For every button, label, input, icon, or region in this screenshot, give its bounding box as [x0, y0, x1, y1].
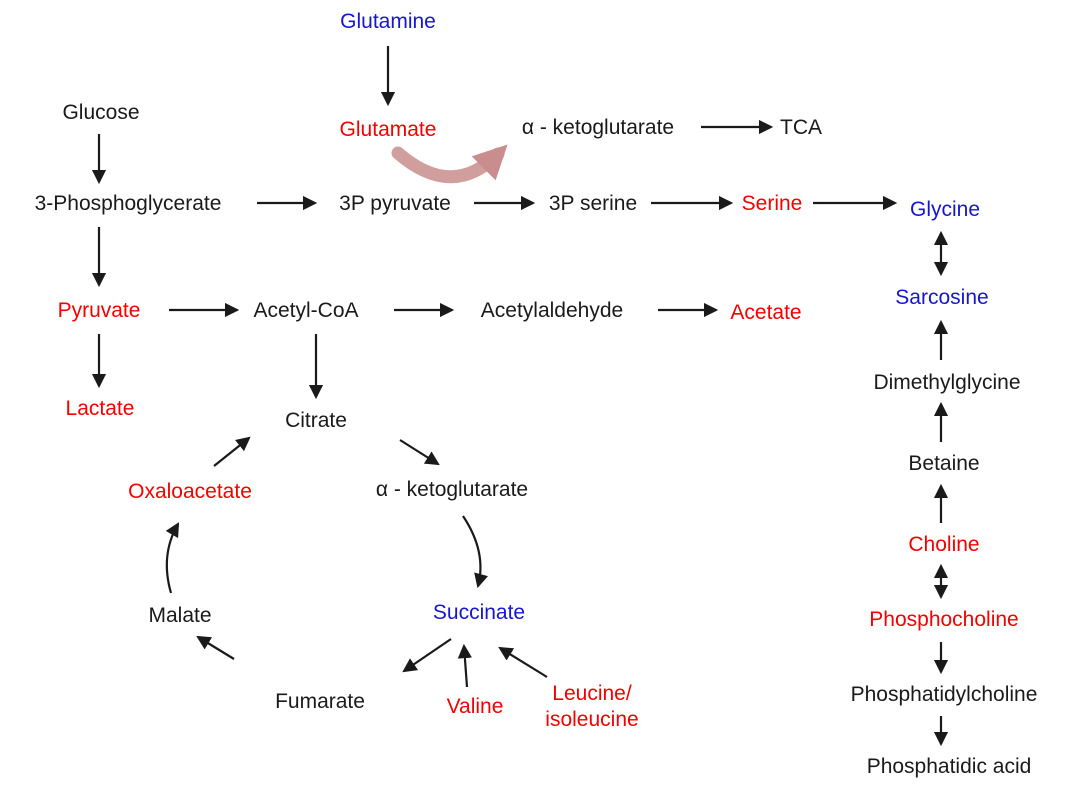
- node-3-phosphoglycerate: 3-Phosphoglycerate: [34, 191, 222, 215]
- swoosh-arrow-glutamate-ketoglutarate: [391, 144, 508, 184]
- node-leucine-isoleucine: Leucine/ isoleucine: [545, 681, 638, 734]
- node-leucine-isoleucine-line2: isoleucine: [545, 708, 639, 731]
- node-dimethylglycine: Dimethylglycine: [873, 370, 1021, 394]
- node-sarcosine: Sarcosine: [895, 285, 989, 309]
- node-serine: Serine: [741, 191, 803, 215]
- node-phosphatidic-acid: Phosphatidic acid: [866, 754, 1032, 778]
- node-fumarate: Fumarate: [275, 689, 365, 713]
- node-glutamate: Glutamate: [339, 117, 437, 141]
- arrow-citrate-ketoglutarate: [399, 439, 440, 466]
- node-alpha-ketoglutarate-top: α - ketoglutarate: [521, 115, 675, 139]
- node-choline: Choline: [908, 532, 980, 556]
- node-3p-serine: 3P serine: [548, 191, 638, 215]
- node-betaine: Betaine: [908, 451, 980, 475]
- node-acetate: Acetate: [730, 300, 802, 324]
- node-leucine-isoleucine-line1: Leucine/: [552, 681, 632, 705]
- arrow-fumarate-malate: [196, 635, 235, 660]
- arrow-succinate-fumarate: [402, 638, 452, 673]
- node-valine: Valine: [446, 694, 504, 718]
- node-pyruvate: Pyruvate: [57, 298, 141, 322]
- arrow-oxaloacetate-citrate: [213, 436, 251, 467]
- arrow-malate-oxaloacetate: [165, 522, 180, 594]
- node-acetyl-coa: Acetyl-CoA: [253, 298, 359, 322]
- node-succinate: Succinate: [432, 600, 526, 624]
- node-acetylaldehyde: Acetylaldehyde: [480, 298, 624, 322]
- arrow-leucine-succinate: [498, 646, 548, 678]
- node-glycine: Glycine: [909, 197, 981, 221]
- node-malate: Malate: [148, 603, 212, 627]
- node-citrate: Citrate: [285, 408, 347, 432]
- node-phosphatidylcholine: Phosphatidylcholine: [850, 682, 1038, 706]
- node-oxaloacetate: Oxaloacetate: [128, 479, 252, 503]
- node-glucose: Glucose: [62, 100, 140, 124]
- node-lactate: Lactate: [65, 396, 135, 420]
- node-alpha-ketoglutarate-mid: α - ketoglutarate: [375, 477, 529, 501]
- arrow-valine-succinate: [457, 643, 473, 688]
- node-tca: TCA: [780, 115, 822, 139]
- node-3p-pyruvate: 3P pyruvate: [339, 191, 451, 215]
- node-phosphocholine: Phosphocholine: [869, 607, 1019, 631]
- node-glutamine: Glutamine: [340, 9, 436, 33]
- arrow-ketoglutarate-succinate: [462, 515, 489, 589]
